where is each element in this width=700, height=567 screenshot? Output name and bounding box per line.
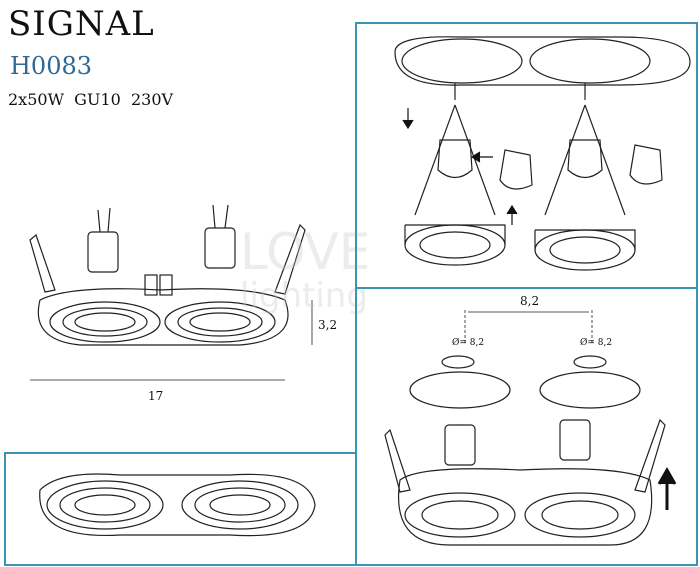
product-specs: 2x50W GU10 230V — [8, 90, 174, 109]
length-dimension: 17 — [148, 389, 164, 403]
panel-installation-bottom — [355, 287, 698, 566]
top-view-fixture — [39, 473, 316, 537]
panel-top-view — [4, 452, 357, 566]
hole-diameter-left: Ø= 8,2 — [452, 338, 485, 348]
product-name: SIGNAL — [8, 4, 155, 44]
height-dimension: 3,2 — [318, 318, 338, 332]
panel-installation-top — [355, 22, 698, 289]
dimension-lines — [30, 300, 313, 381]
spacing-dimension: 8,2 — [520, 294, 540, 308]
install-step-bulb — [394, 36, 691, 271]
mounting-step — [384, 310, 666, 546]
product-code: H0083 — [10, 52, 93, 80]
hole-diameter-right: Ø= 8,2 — [580, 338, 613, 348]
side-view-fixture — [29, 204, 306, 346]
arrows — [402, 108, 677, 510]
